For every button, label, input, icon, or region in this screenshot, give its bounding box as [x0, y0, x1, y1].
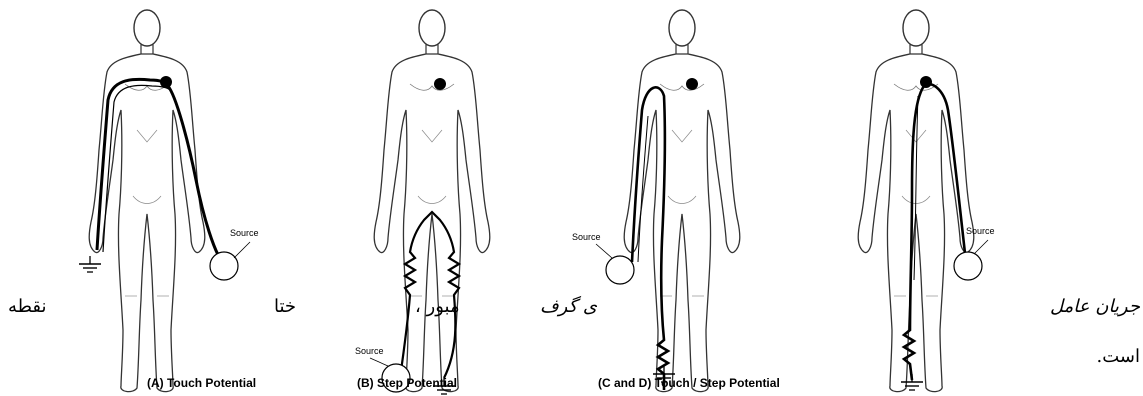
- heart-icon: [920, 76, 932, 88]
- figure-d-touch-step-potential: Source: [858, 10, 994, 392]
- source-icon: [606, 256, 634, 284]
- source-label-b: Source: [355, 346, 384, 356]
- caption-a: (A) Touch Potential: [147, 376, 256, 390]
- caption-cd: (C and D) Touch / Step Potential: [598, 376, 780, 390]
- ground-icon: [79, 256, 101, 272]
- paragraph-fragment-right: جریان عامل: [1050, 296, 1140, 317]
- source-icon: [210, 252, 238, 280]
- paragraph-fragment-mid-left: ختا: [274, 296, 296, 317]
- figure-b-step-potential: Source: [355, 10, 490, 394]
- source-icon: [954, 252, 982, 280]
- heart-icon: [434, 78, 446, 90]
- source-label-d: Source: [966, 226, 995, 236]
- paragraph-fragment-mid: مبور ،: [415, 296, 460, 317]
- figure-a-touch-potential: Source: [79, 10, 259, 392]
- source-label-a: Source: [230, 228, 259, 238]
- figure-c-touch-step-potential: Source: [572, 10, 740, 392]
- paragraph-fragment-mid-right: ی گرف: [540, 296, 597, 317]
- heart-icon: [160, 76, 172, 88]
- paragraph-line-2: است.: [1097, 346, 1140, 367]
- caption-b: (B) Step Potential: [357, 376, 457, 390]
- paragraph-fragment-left: نقطه: [8, 296, 47, 317]
- heart-icon: [686, 78, 698, 90]
- source-label-c: Source: [572, 232, 601, 242]
